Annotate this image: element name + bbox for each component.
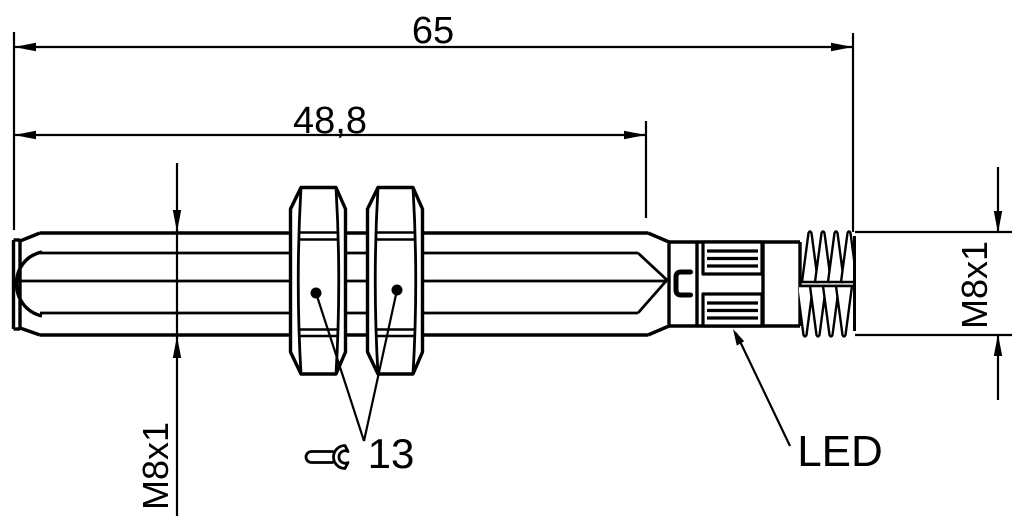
overall-length-label: 65 — [411, 10, 455, 52]
hex-nut-1 — [288, 185, 348, 376]
hex-nut-2 — [365, 185, 425, 376]
dimension-arrowheads — [14, 42, 1003, 358]
nut-center-dot — [391, 284, 403, 296]
sensor-body — [11, 185, 856, 376]
wrench-size-label: 13 — [367, 430, 415, 477]
retaining-clip — [673, 269, 693, 298]
led-arrowhead — [733, 329, 745, 346]
nut-center-dot — [310, 287, 322, 299]
led-label: LED — [797, 427, 883, 476]
leader-led — [735, 332, 791, 447]
thread-size-left-label: M8x1 — [135, 421, 176, 511]
barrel-thread-lines — [16, 231, 667, 337]
leader-nut2 — [362, 289, 399, 442]
thread-size-right-label: M8x1 — [954, 240, 995, 330]
barrel-taper — [636, 231, 671, 337]
wrench-icon — [304, 444, 350, 470]
sensing-tip — [11, 231, 43, 337]
led-windows — [701, 240, 764, 328]
connector-thread — [799, 230, 856, 338]
threaded-length-label: 48,8 — [293, 100, 367, 142]
